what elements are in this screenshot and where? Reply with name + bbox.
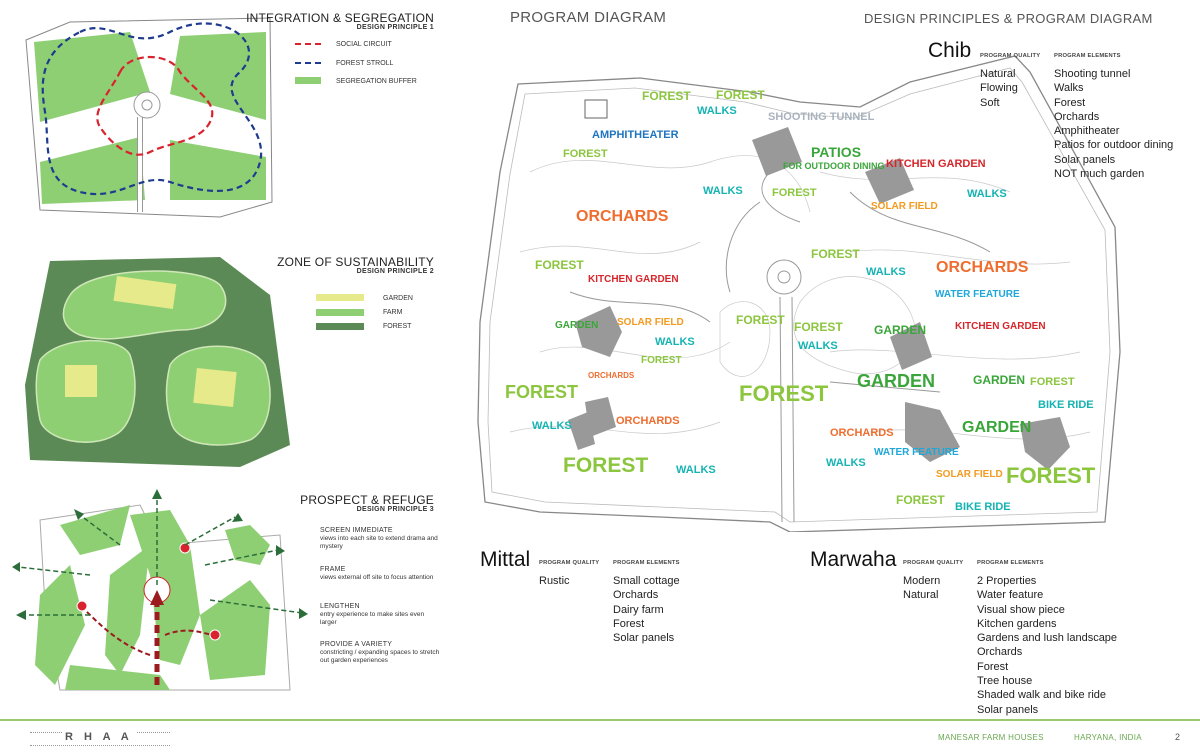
element-item: Dairy farm [613,603,664,616]
element-item: Shaded walk and bike ride [977,689,1107,702]
prospect-refuge-diagram [12,489,308,691]
marwaha-elements-head: PROGRAM ELEMENTS [977,560,1044,566]
legend-forest: FOREST [383,323,412,330]
quality-item: Soft [980,96,1000,109]
element-item: Solar panels [613,632,675,645]
legend-1-swatches [295,43,321,84]
chib-qualities: Natural Flowing Soft [980,67,1018,110]
marwaha-elements: 2 Properties Water feature Visual show p… [977,574,1117,717]
note-2-head: FRAME [320,566,346,573]
rhaa-logo: R H A A [62,731,136,743]
legend-2-swatches [316,294,364,330]
mittal-elements-head: PROGRAM ELEMENTS [613,560,680,566]
element-item: Gardens and lush landscape [977,632,1118,645]
element-item: Forest [1054,96,1086,109]
element-item: Visual show piece [977,603,1065,616]
footer-rule [0,719,1200,721]
note-lengthen: LENGTHEN entry experience to make sites … [320,603,440,627]
legend-social-circuit: SOCIAL CIRCUIT [336,41,392,48]
element-item: Patios for outdoor dining [1054,139,1174,152]
marwaha-name: Marwaha [810,548,897,571]
program-diagram-heading: PROGRAM DIAGRAM [510,9,667,26]
mittal-elements: Small cottage Orchards Dairy farm Forest… [613,574,680,645]
element-item: Water feature [977,589,1044,602]
principle-2-title: ZONE OF SUSTAINABILITY [277,255,434,269]
note-4-head: PROVIDE A VARIETY [320,641,393,648]
element-item: Walks [1054,82,1084,95]
mittal-qualities: Rustic [539,574,570,588]
element-item: NOT much garden [1054,168,1145,181]
element-item: Amphitheater [1054,125,1120,138]
note-provide-variety: PROVIDE A VARIETY constricting / expandi… [320,641,445,665]
note-1-head: SCREEN IMMEDIATE [320,527,393,534]
program-site-plan [477,55,1121,532]
legend-segregation-buffer: SEGREGATION BUFFER [336,78,417,85]
element-item: Small cottage [613,575,680,587]
footer-project: MANESAR FARM HOUSES [938,733,1044,742]
principle-2-subtitle: DESIGN PRINCIPLE 2 [356,268,434,275]
chib-elements-head: PROGRAM ELEMENTS [1054,53,1121,59]
marwaha-quality-head: PROGRAM QUALITY [903,560,964,566]
mittal-quality-head: PROGRAM QUALITY [539,560,600,566]
note-frame: FRAME views external off site to focus a… [320,566,440,582]
marwaha-qualities: Modern Natural [903,574,940,603]
zone-of-sustainability-diagram [25,257,290,467]
mittal-name: Mittal [480,548,531,571]
quality-item: Modern [903,575,941,587]
integration-segregation-diagram [25,17,273,218]
element-item: 2 Properties [977,575,1037,587]
note-3-head: LENGTHEN [320,603,360,610]
legend-garden: GARDEN [383,295,413,302]
chib-quality-head: PROGRAM QUALITY [980,53,1041,59]
note-screen-immediate: SCREEN IMMEDIATE views into each site to… [320,527,440,551]
quality-item: Flowing [980,82,1018,95]
element-item: Tree house [977,675,1033,688]
principle-1-title: INTEGRATION & SEGREGATION [246,11,434,25]
element-item: Orchards [1054,110,1100,123]
element-item: Forest [977,660,1009,673]
note-1-body: views into each site to extend drama and… [320,535,438,550]
chib-name: Chib [928,39,972,62]
legend-forest-stroll: FOREST STROLL [336,60,394,67]
quality-item: Natural [980,68,1016,80]
quality-item: Natural [903,589,939,602]
legend-farm: FARM [383,309,403,316]
element-item: Shooting tunnel [1054,68,1131,80]
quality-item: Rustic [539,575,570,587]
element-item: Orchards [613,589,659,602]
design-principles-heading: DESIGN PRINCIPLES & PROGRAM DIAGRAM [864,11,1153,26]
element-item: Kitchen gardens [977,617,1057,630]
element-item: Forest [613,617,645,630]
page-number: 2 [1175,732,1181,742]
note-2-body: views external off site to focus attenti… [320,574,434,581]
principle-3-title: PROSPECT & REFUGE [300,493,434,507]
note-3-body: entry experience to make sites even larg… [320,611,425,626]
note-4-body: constricting / expanding spaces to stret… [320,649,440,664]
principle-3-subtitle: DESIGN PRINCIPLE 3 [356,506,434,513]
element-item: Orchards [977,646,1023,659]
element-item: Solar panels [1054,153,1116,166]
principle-1-subtitle: DESIGN PRINCIPLE 1 [356,24,434,31]
chib-elements: Shooting tunnel Walks Forest Orchards Am… [1054,67,1173,181]
footer-location: HARYANA, INDIA [1074,733,1142,742]
element-item: Solar panels [977,703,1039,716]
